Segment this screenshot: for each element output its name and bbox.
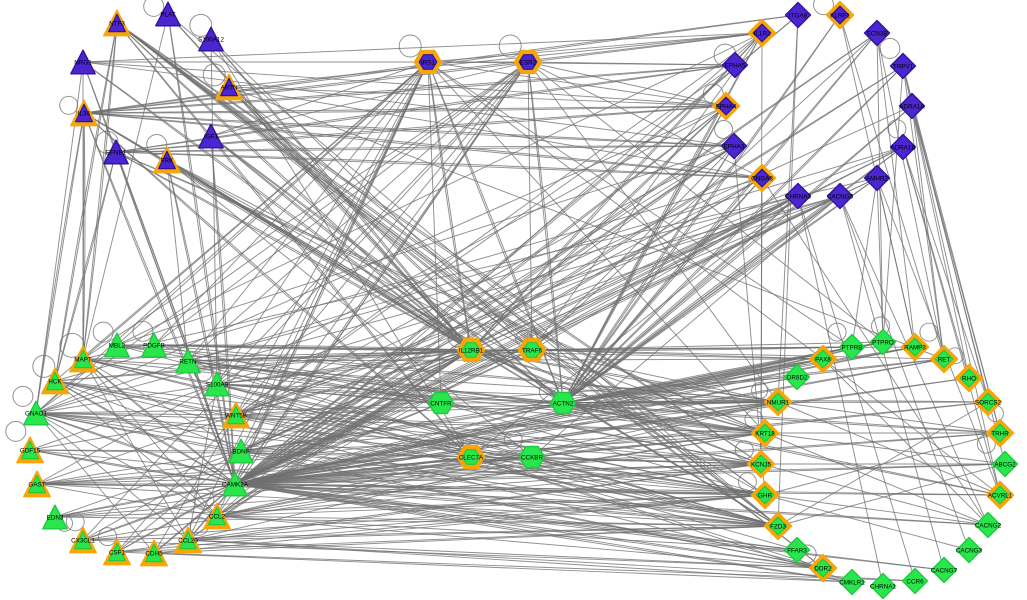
- svg-text:WNT5B: WNT5B: [225, 412, 247, 419]
- svg-text:CCKBR: CCKBR: [521, 454, 543, 461]
- svg-text:AMHR2: AMHR2: [866, 175, 889, 182]
- svg-text:PAX8: PAX8: [815, 356, 831, 363]
- svg-text:SCN3B: SCN3B: [867, 30, 888, 37]
- svg-text:PTPRB: PTPRB: [842, 344, 863, 351]
- svg-text:CLEC7A: CLEC7A: [459, 454, 484, 461]
- svg-text:EPHA5: EPHA5: [725, 62, 746, 69]
- svg-text:IL12RB1: IL12RB1: [459, 347, 484, 354]
- svg-text:MBL2: MBL2: [109, 342, 126, 349]
- svg-text:HCK: HCK: [48, 378, 62, 385]
- svg-text:ACTN2: ACTN2: [553, 400, 574, 407]
- svg-text:CCR6: CCR6: [906, 578, 924, 585]
- svg-text:IRS1: IRS1: [421, 59, 435, 66]
- svg-text:SORCS2: SORCS2: [975, 399, 1001, 406]
- svg-text:GHR: GHR: [758, 492, 772, 499]
- svg-text:GAST: GAST: [28, 481, 45, 488]
- svg-text:IL34: IL34: [78, 110, 91, 117]
- svg-text:IGF1: IGF1: [204, 133, 218, 140]
- svg-text:ITGA8: ITGA8: [789, 12, 808, 19]
- svg-text:IL1R2: IL1R2: [754, 30, 771, 37]
- svg-text:NMUR1: NMUR1: [767, 399, 790, 406]
- svg-text:EPHA4: EPHA4: [716, 103, 737, 110]
- svg-text:PTPRO: PTPRO: [872, 339, 894, 346]
- svg-text:FZD3: FZD3: [770, 523, 786, 530]
- svg-text:ESR2: ESR2: [520, 59, 537, 66]
- svg-text:CHRNA1: CHRNA1: [870, 583, 896, 590]
- svg-text:CACNG3: CACNG3: [956, 547, 983, 554]
- svg-text:CCL2: CCL2: [209, 513, 226, 520]
- svg-text:TRAF6: TRAF6: [522, 347, 542, 354]
- svg-text:GNAO1: GNAO1: [25, 410, 48, 417]
- svg-text:RHO: RHO: [962, 375, 976, 382]
- svg-text:CNGA3: CNGA3: [751, 175, 773, 182]
- svg-text:CCL20: CCL20: [178, 537, 198, 544]
- svg-text:CDH5: CDH5: [145, 550, 163, 557]
- svg-text:EFNB1: EFNB1: [106, 149, 127, 156]
- svg-text:ADRA1A: ADRA1A: [899, 103, 925, 110]
- svg-text:OR8D2: OR8D2: [787, 374, 808, 381]
- svg-text:CACNG2: CACNG2: [975, 522, 1002, 529]
- svg-text:NTF3: NTF3: [109, 20, 125, 27]
- svg-text:CX3CL1: CX3CL1: [71, 537, 95, 544]
- svg-text:FFAR3: FFAR3: [787, 547, 807, 554]
- svg-text:CNTFR: CNTFR: [430, 400, 452, 407]
- svg-text:GDF15: GDF15: [20, 447, 41, 454]
- svg-text:PLAT: PLAT: [160, 11, 175, 18]
- svg-text:KLRF1: KLRF1: [830, 12, 850, 19]
- svg-text:CAMK2A: CAMK2A: [222, 481, 249, 488]
- svg-text:FRK: FRK: [161, 157, 174, 164]
- svg-text:TRPV1: TRPV1: [893, 63, 914, 70]
- svg-text:ABCG2: ABCG2: [994, 461, 1016, 468]
- svg-text:EDN3: EDN3: [47, 514, 64, 521]
- svg-text:RET: RET: [938, 356, 951, 363]
- svg-text:DDR2: DDR2: [814, 565, 832, 572]
- svg-text:S100A12: S100A12: [198, 36, 224, 43]
- svg-text:CMKLR1: CMKLR1: [839, 579, 865, 586]
- svg-text:KRT18: KRT18: [755, 430, 775, 437]
- svg-text:TRHR: TRHR: [991, 430, 1009, 437]
- svg-text:CHRNA3: CHRNA3: [785, 193, 811, 200]
- svg-text:CSF1: CSF1: [109, 549, 126, 556]
- svg-text:ACVRL1: ACVRL1: [988, 492, 1013, 499]
- svg-text:CACNG7: CACNG7: [931, 567, 958, 574]
- svg-text:ADRA1B: ADRA1B: [890, 144, 915, 151]
- svg-text:RAMP3: RAMP3: [904, 344, 926, 351]
- svg-text:MAPT: MAPT: [74, 356, 92, 363]
- svg-text:NRG1: NRG1: [74, 59, 92, 66]
- svg-text:CACNG5: CACNG5: [827, 193, 854, 200]
- svg-text:S100A9: S100A9: [206, 381, 229, 388]
- svg-text:BDNF: BDNF: [232, 448, 249, 455]
- svg-text:KCNJ5: KCNJ5: [751, 461, 771, 468]
- svg-text:ARTN: ARTN: [220, 84, 237, 91]
- svg-text:PDGFB: PDGFB: [143, 342, 165, 349]
- svg-text:RETN: RETN: [179, 358, 197, 365]
- svg-text:EPHA3: EPHA3: [724, 143, 745, 150]
